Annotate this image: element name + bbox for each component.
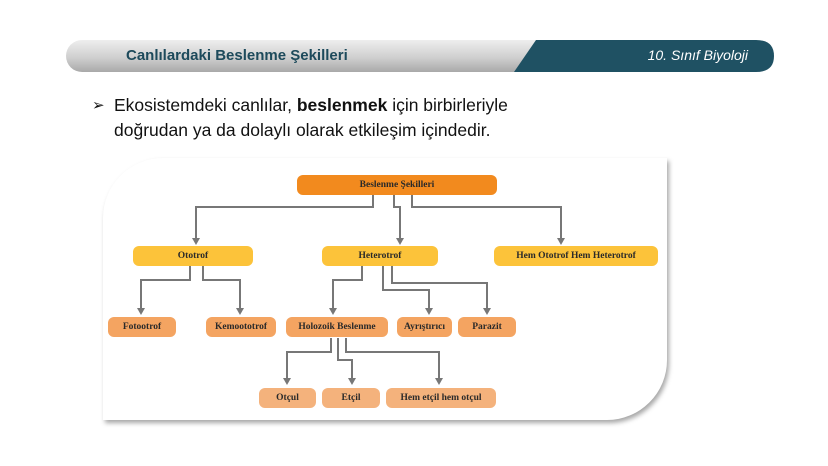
bullet-bold-word: beslenmek	[296, 95, 388, 115]
node-parazit: Parazit	[458, 317, 516, 337]
header-title: Canlılardaki Beslenme Şekilleri	[126, 47, 348, 64]
header-subtitle: 10. Sınıf Biyoloji	[647, 47, 748, 63]
node-heterotrof: Heterotrof	[322, 246, 438, 266]
node-ayristirici: Ayrıştırıcı	[397, 317, 452, 337]
bullet-arrow-icon: ➢	[92, 97, 105, 114]
bullet-line-2: doğrudan ya da dolaylı olarak etkileşim …	[114, 120, 491, 140]
node-otcul: Otçul	[259, 388, 316, 408]
node-hem-etcil-hem-otcul: Hem etçil hem otçul	[386, 388, 496, 408]
node-holozoik-beslenme: Holozoik Beslenme	[286, 317, 388, 337]
node-fotootrof: Fotootrof	[108, 317, 176, 337]
slide-header: Canlılardaki Beslenme Şekilleri 10. Sını…	[66, 40, 774, 72]
node-kemoototrof: Kemoototrof	[206, 317, 276, 337]
node-hem-ototrof-hem-heterotrof: Hem Ototrof Hem Heterotrof	[494, 246, 658, 266]
header-gray-band	[66, 40, 546, 72]
bullet-line-1: Ekosistemdeki canlılar, beslenmek için b…	[114, 93, 508, 118]
header-band	[66, 40, 774, 72]
node-beslenme-sekilleri: Beslenme Şekilleri	[297, 175, 497, 195]
node-ototrof: Ototrof	[133, 246, 253, 266]
node-etcil: Etçil	[322, 388, 380, 408]
bullet-line-1-start: Ekosistemdeki canlılar,	[114, 95, 297, 115]
bullet-line-1-end: için birbirleriyle	[387, 95, 508, 115]
header-accent-shape	[514, 40, 774, 72]
